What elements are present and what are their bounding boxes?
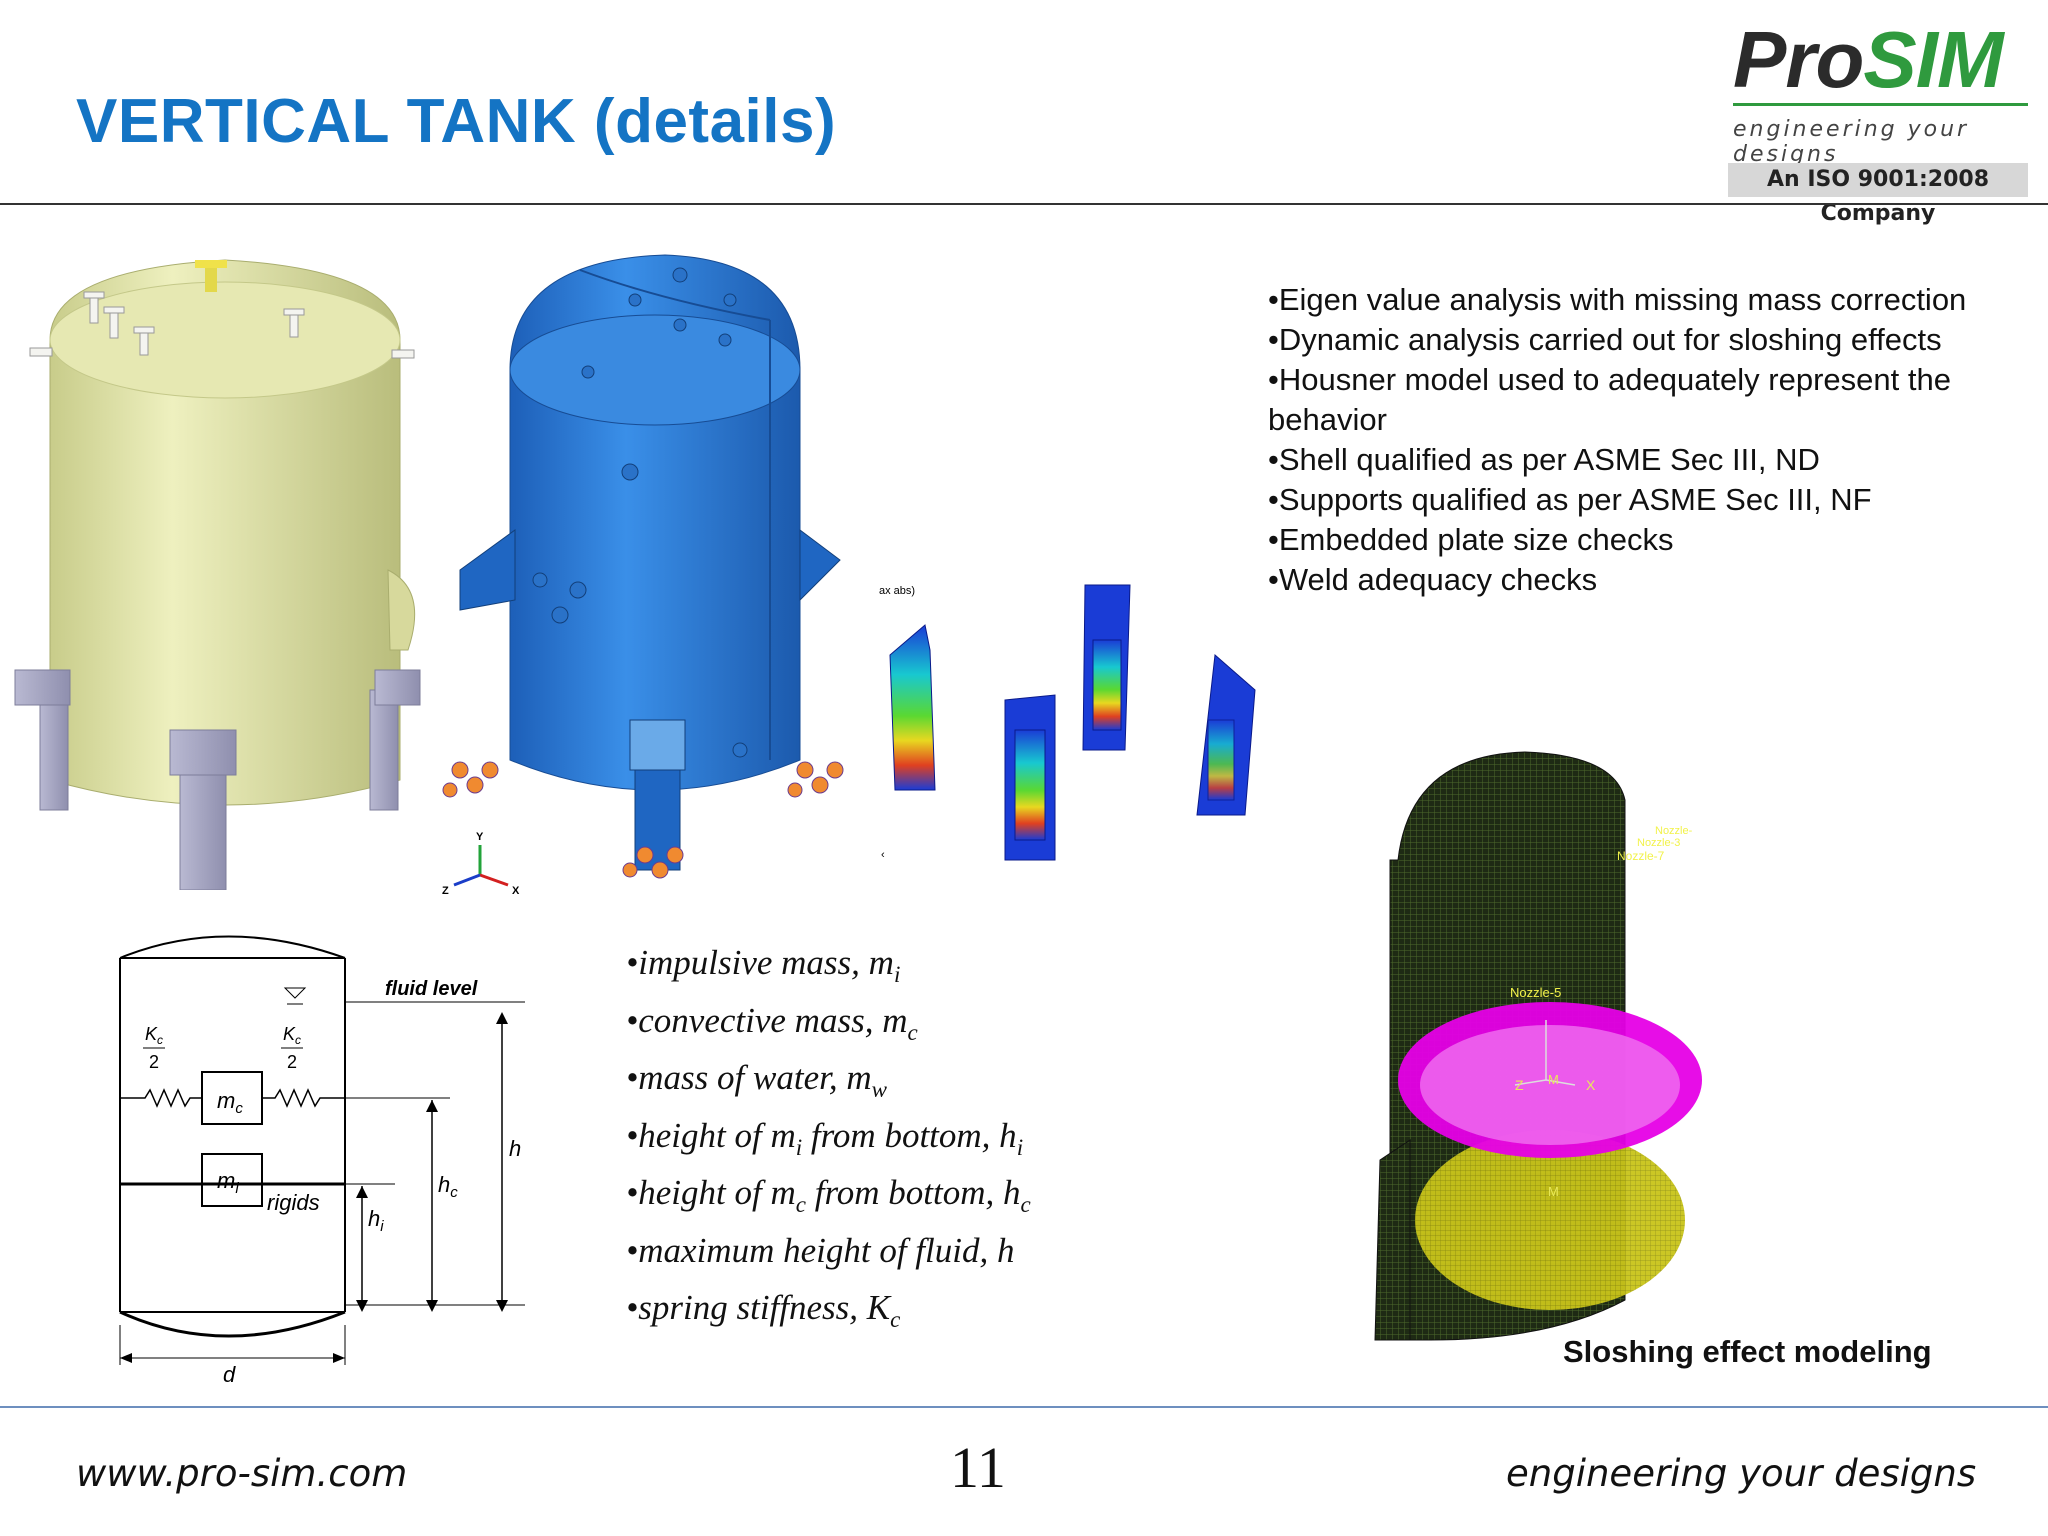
- analysis-point: •Eigen value analysis with missing mass …: [1268, 282, 1967, 317]
- analysis-point: •Embedded plate size checks: [1268, 522, 1674, 557]
- term-text: •: [626, 1115, 639, 1155]
- housner-term: •spring stiffness, Kc: [626, 1285, 1031, 1343]
- housner-term: •convective mass, mc: [626, 998, 1031, 1056]
- d-label: d: [223, 1362, 236, 1387]
- housner-term: •mass of water, mw: [626, 1055, 1031, 1113]
- prosim-logo: ProSIM: [1733, 20, 2004, 100]
- subscript: c: [795, 1192, 806, 1217]
- term-text: from bottom, h: [802, 1115, 1017, 1155]
- page-title: VERTICAL TANK (details): [76, 87, 837, 156]
- kc-right-denominator: 2: [287, 1052, 297, 1072]
- h-label: h: [509, 1136, 521, 1161]
- subscript: c: [890, 1307, 901, 1332]
- kc-left-label: Kc: [145, 1024, 163, 1047]
- nozzle-5-label: Nozzle-5: [1510, 985, 1561, 1000]
- footer-website-link[interactable]: www.pro-sim.com: [76, 1452, 408, 1495]
- term-text: from bottom, h: [805, 1173, 1021, 1212]
- mi-label: mi: [217, 1168, 239, 1197]
- term-text: •: [626, 1058, 639, 1097]
- analysis-point: •Housner model used to adequately repres…: [1268, 362, 1951, 437]
- logo-tagline: engineering your designs: [1733, 117, 1970, 167]
- hc-label: hc: [438, 1172, 458, 1201]
- term-text: mass of water, m: [638, 1058, 872, 1097]
- tank-cad-model-image: [14, 259, 421, 890]
- analysis-bullet-list: •Eigen value analysis with missing mass …: [1268, 280, 2008, 600]
- housner-model-diagram: fluid level Kc 2 Kc 2 mc mi rigids h hc …: [119, 935, 525, 1387]
- analysis-point: •Supports qualified as per ASME Sec III,…: [1268, 482, 1872, 517]
- term-text: maximum height of fluid, h: [638, 1230, 1015, 1270]
- axis-x-label: X: [512, 885, 520, 897]
- rigids-label: rigids: [267, 1190, 320, 1215]
- kc-right-label: Kc: [283, 1024, 301, 1047]
- housner-terms-list: •impulsive mass, mi•convective mass, mc•…: [626, 940, 1031, 1343]
- term-text: •: [626, 943, 639, 982]
- footer-divider: [0, 1406, 2048, 1408]
- housner-term: •height of mc from bottom, hc: [626, 1170, 1031, 1228]
- sloshing-mesh-model-image: Z X M M Nozzle-5 Nozzle-7 Nozzle-3 Nozzl…: [1374, 751, 1702, 1341]
- term-text: height of m: [638, 1173, 796, 1212]
- term-text: convective mass, m: [638, 1000, 908, 1040]
- subscript: i: [893, 962, 901, 987]
- fluid-level-label: fluid level: [385, 978, 478, 1000]
- page-number: 11: [950, 1435, 1006, 1500]
- term-text: •: [626, 1173, 639, 1212]
- tank-blue-model-image: Y X Z: [442, 254, 844, 897]
- logo-underline: [1733, 103, 2028, 106]
- term-text: •: [626, 1230, 639, 1270]
- nozzle-partial-label: Nozzle-: [1655, 825, 1693, 837]
- mesh-mass-point-lower: M: [1548, 1184, 1559, 1199]
- nozzle-3-label: Nozzle-3: [1637, 837, 1680, 849]
- term-text: spring stiffness, K: [638, 1288, 891, 1327]
- analysis-point: •Dynamic analysis carried out for sloshi…: [1268, 322, 1942, 357]
- subscript: w: [871, 1077, 887, 1102]
- subscript: i: [795, 1134, 803, 1160]
- housner-term: •height of mi from bottom, hi: [626, 1113, 1031, 1171]
- term-text: height of m: [638, 1115, 796, 1155]
- axis-y-label: Y: [476, 831, 484, 843]
- mesh-axis-x: X: [1586, 1077, 1596, 1093]
- logo-pro-text: Pro: [1733, 15, 1864, 104]
- logo-sim-text: SIM: [1863, 15, 2003, 104]
- support-stress-contour-image: ax abs) ‹: [879, 584, 1256, 861]
- analysis-point: •Weld adequacy checks: [1268, 562, 1598, 597]
- term-text: impulsive mass, m: [638, 943, 894, 982]
- mesh-mass-point-upper: M: [1548, 1072, 1559, 1087]
- contour-legend-fragment: ax abs): [879, 585, 915, 597]
- subscript: c: [907, 1019, 918, 1045]
- hi-label: hi: [368, 1206, 384, 1235]
- housner-term: •maximum height of fluid, h: [626, 1228, 1031, 1286]
- term-text: •: [626, 1000, 639, 1040]
- sloshing-caption: Sloshing effect modeling: [1563, 1334, 1932, 1369]
- housner-term: •impulsive mass, mi: [626, 940, 1031, 998]
- nozzle-7-label: Nozzle-7: [1617, 849, 1665, 863]
- subscript: c: [1020, 1192, 1031, 1217]
- mesh-axis-z: Z: [1515, 1077, 1524, 1093]
- footer-tagline: engineering your designs: [1506, 1452, 1977, 1495]
- term-text: •: [626, 1288, 639, 1327]
- svg-text:‹: ‹: [881, 849, 885, 861]
- mc-label: mc: [217, 1088, 243, 1117]
- analysis-point: •Shell qualified as per ASME Sec III, ND: [1268, 442, 1820, 477]
- kc-left-denominator: 2: [149, 1052, 159, 1072]
- iso-badge: An ISO 9001:2008 Company: [1728, 163, 2028, 226]
- header-divider: [0, 203, 2048, 205]
- subscript: i: [1016, 1134, 1024, 1160]
- axis-z-label: Z: [442, 885, 449, 897]
